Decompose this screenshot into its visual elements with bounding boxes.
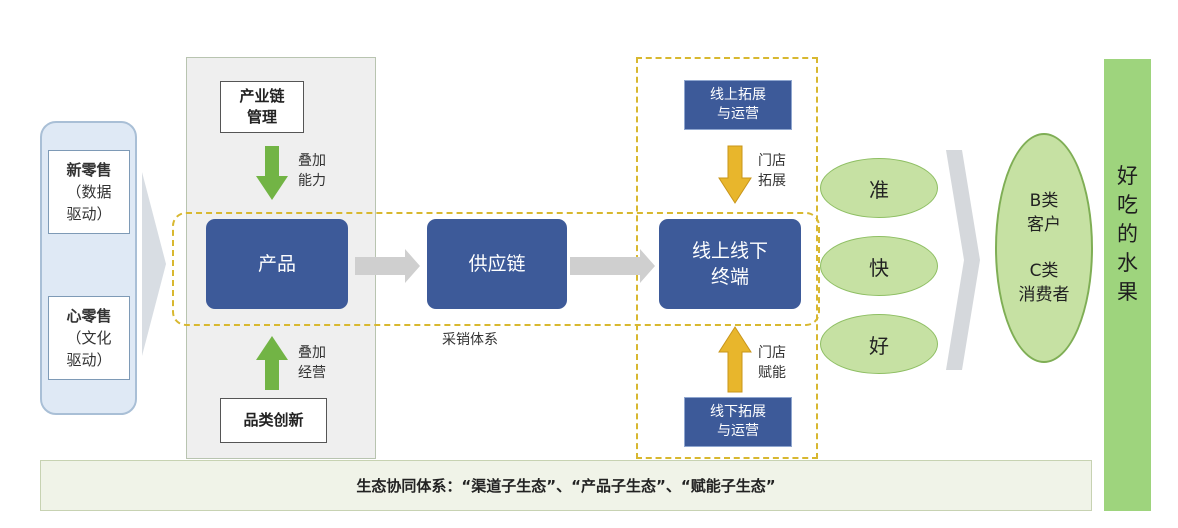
result-char-1: 好 [1117, 164, 1138, 188]
big-chevron-arrow [946, 150, 980, 370]
stack-capability-label: 叠加 能力 [298, 153, 326, 189]
new-retail-card: 新零售 （数据 驱动） [48, 150, 130, 234]
customer-c-line1: C类 [1029, 261, 1059, 281]
yellow-up-arrow [718, 326, 752, 393]
result-char-3: 的 [1117, 222, 1138, 246]
procurement-system-label: 采销体系 [442, 332, 498, 348]
online-expansion-line1: 线上拓展 [710, 87, 766, 103]
customer-b-line2: 客户 [1027, 215, 1061, 235]
industry-chain-line1: 产业链 [239, 87, 285, 105]
offline-expansion-line2: 与运营 [717, 423, 759, 439]
heart-retail-line2: （文化 [66, 329, 112, 347]
result-char-4: 水 [1117, 251, 1138, 275]
offline-expansion-line1: 线下拓展 [710, 404, 766, 420]
customer-c-line2: 消费者 [1018, 285, 1070, 305]
online-expansion-box: 线上拓展 与运营 [684, 80, 792, 130]
offline-expansion-box: 线下拓展 与运营 [684, 397, 792, 447]
stack-operation-label: 叠加 经营 [298, 345, 326, 381]
flow-arrow-2 [570, 249, 655, 283]
result-char-2: 吃 [1117, 193, 1138, 217]
store-expansion-label: 门店 拓展 [758, 153, 786, 189]
quality-fast: 快 [820, 236, 938, 296]
category-innovation-box: 品类创新 [220, 398, 327, 443]
heart-retail-card: 心零售 （文化 驱动） [48, 296, 130, 380]
quality-accurate: 准 [820, 158, 938, 218]
result-char-5: 果 [1117, 280, 1138, 304]
left-chevron-arrow [142, 172, 166, 356]
ecosystem-bar: 生态协同体系：“渠道子生态”、“产品子生态”、“赋能子生态” [40, 460, 1092, 511]
customer-b-line1: B类 [1029, 191, 1059, 211]
terminal-line1: 线上线下 [691, 240, 768, 262]
green-down-arrow [256, 146, 288, 200]
procurement-band [172, 212, 820, 326]
quality-good: 好 [820, 314, 938, 374]
store-empower-label: 门店 赋能 [758, 345, 786, 381]
yellow-down-arrow [718, 145, 752, 204]
green-up-arrow [256, 336, 288, 390]
product-node: 产品 [206, 219, 348, 309]
supply-chain-node: 供应链 [427, 219, 567, 309]
terminal-line2: 终端 [710, 266, 749, 288]
flow-arrow-1 [355, 249, 420, 283]
customers-ellipse: B类 客户 C类 消费者 [995, 133, 1093, 363]
online-expansion-line2: 与运营 [717, 106, 759, 122]
heart-retail-title: 心零售 [66, 307, 112, 325]
new-retail-title: 新零售 [66, 161, 112, 179]
industry-chain-line2: 管理 [246, 108, 277, 126]
result-bar: 好 吃 的 水 果 [1104, 59, 1151, 511]
new-retail-line3: 驱动） [66, 205, 112, 223]
heart-retail-line3: 驱动） [66, 351, 112, 369]
new-retail-line2: （数据 [66, 183, 112, 201]
terminal-node: 线上线下 终端 [659, 219, 801, 309]
industry-chain-box: 产业链 管理 [220, 81, 304, 133]
